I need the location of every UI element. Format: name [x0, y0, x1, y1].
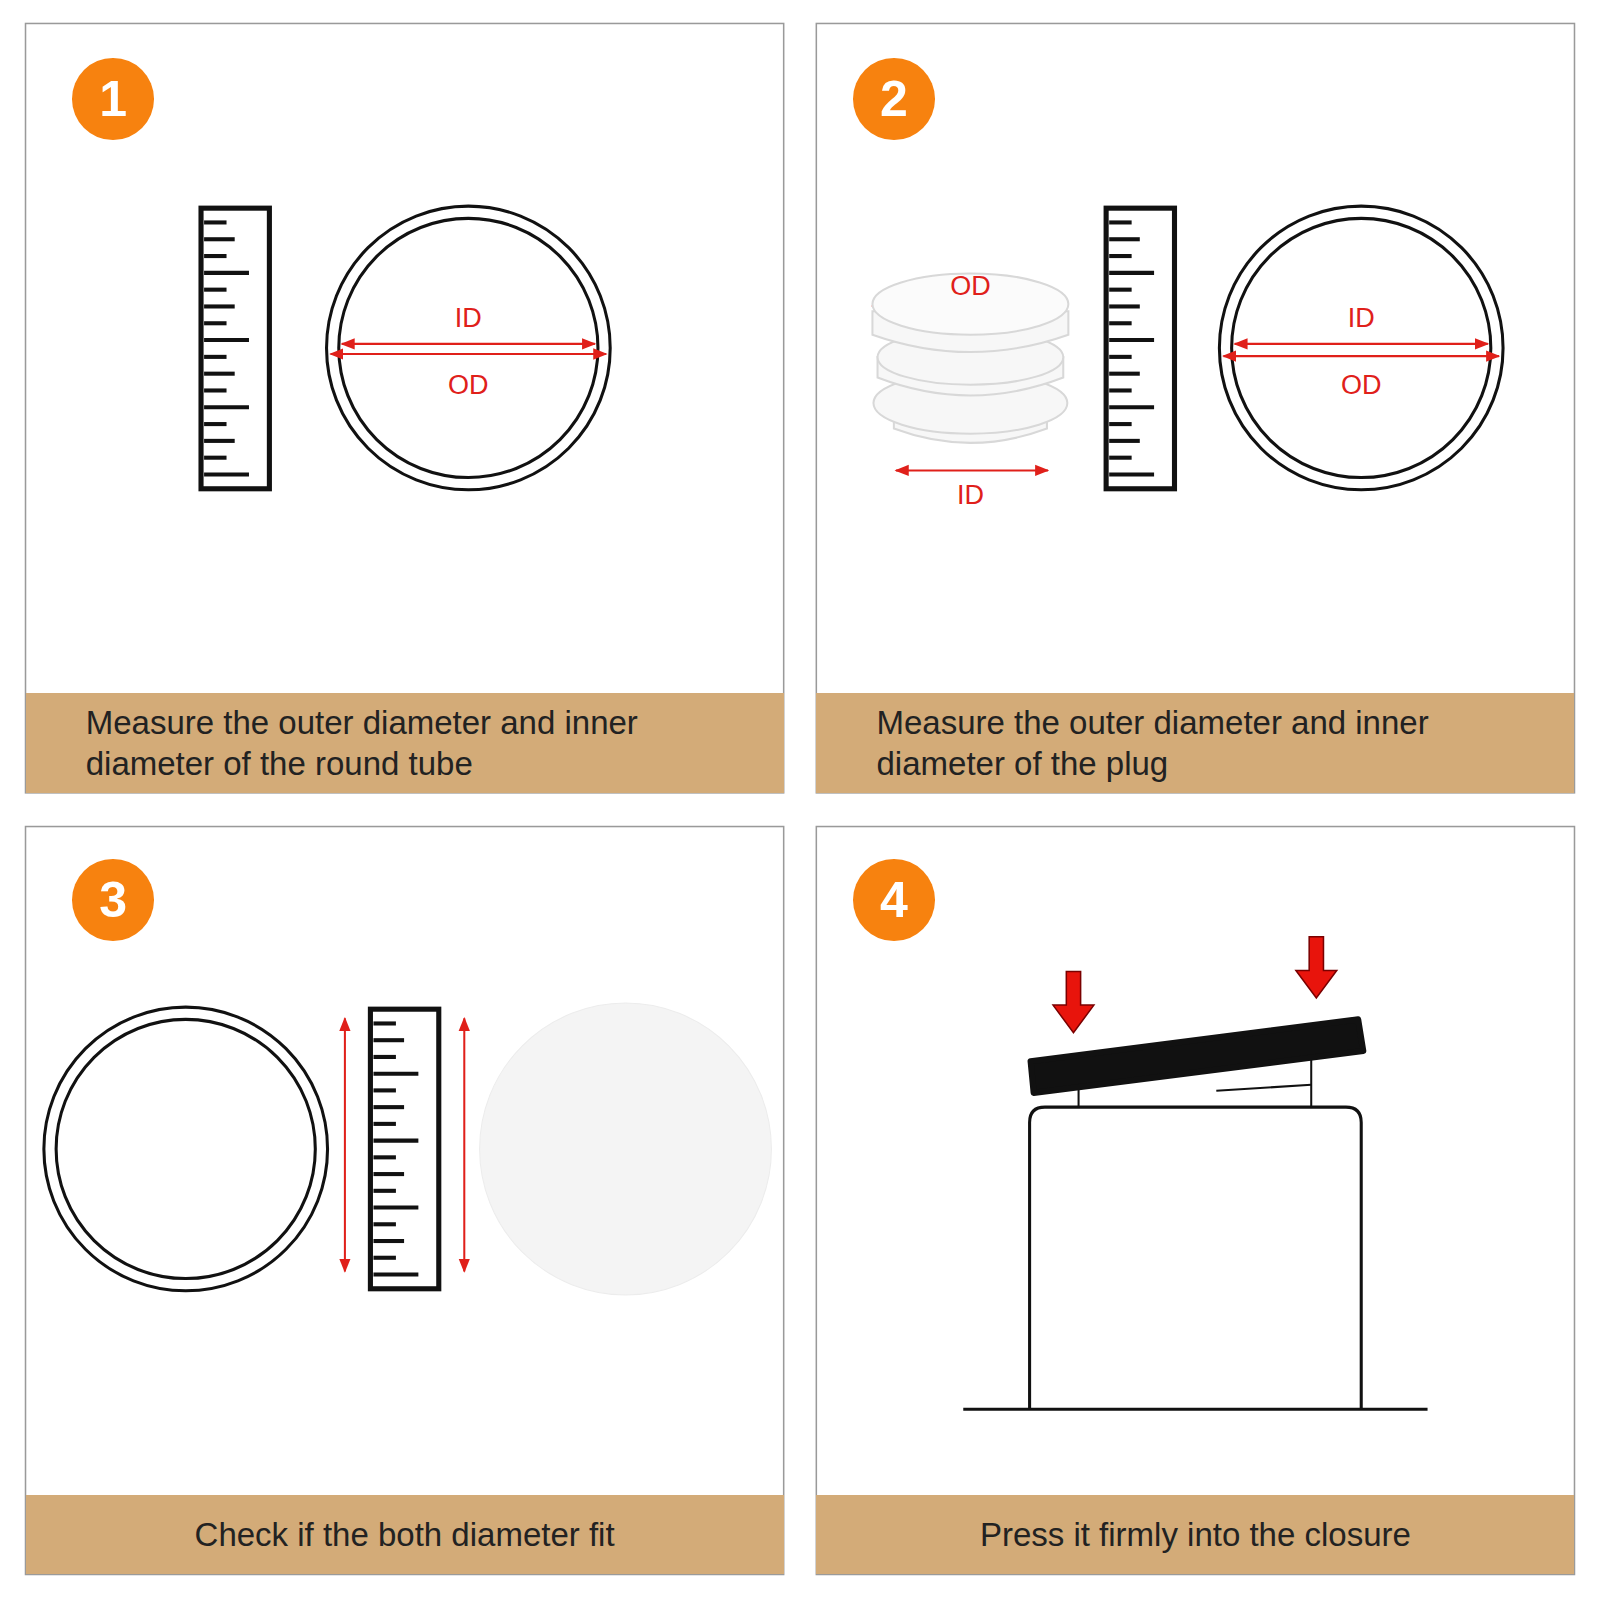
ruler-tick: [204, 304, 235, 308]
step-number-text: 1: [99, 74, 127, 124]
ruler-tick: [1109, 304, 1140, 308]
ruler-tick: [1109, 254, 1131, 258]
ruler-tick: [373, 1021, 395, 1025]
caption-band: Measure the outer diameter and inner dia…: [816, 693, 1574, 793]
ruler-tick: [204, 220, 226, 224]
ruler-tick: [204, 271, 249, 275]
ruler-tick: [204, 288, 226, 292]
ruler-tick: [1109, 220, 1131, 224]
jar-scene: [963, 937, 1427, 1409]
ruler-tick: [1109, 321, 1131, 325]
ruler-tick: [373, 1105, 404, 1109]
step-number-text: 3: [99, 875, 127, 925]
step-number-text: 4: [880, 875, 908, 925]
ruler-tick: [1109, 372, 1140, 376]
ruler-tick: [204, 254, 226, 258]
ruler-tick: [373, 1189, 395, 1193]
ruler-tick: [1109, 472, 1154, 476]
ruler-tick: [204, 355, 226, 359]
dimension-label: OD: [448, 371, 489, 398]
ruler-tick: [1109, 271, 1154, 275]
step-number: 4: [853, 859, 935, 941]
dimension-label: ID: [1348, 305, 1375, 332]
ruler-tick: [204, 456, 226, 460]
ruler-tick: [1109, 288, 1131, 292]
ruler-tick: [204, 338, 249, 342]
ruler-tick: [373, 1256, 395, 1260]
ruler-tick: [204, 372, 235, 376]
ruler-tick: [1109, 355, 1131, 359]
ruler-tick: [373, 1072, 418, 1076]
caption-band: Measure the outer diameter and inner dia…: [26, 693, 784, 793]
ruler-tick: [1109, 422, 1131, 426]
dimension-label: OD: [1341, 371, 1382, 398]
dimension-label: OD: [950, 272, 991, 299]
caption-text: Press it firmly into the closure: [980, 1514, 1411, 1555]
dimension-label: ID: [455, 305, 482, 332]
ruler-tick: [373, 1139, 418, 1143]
ruler-tick: [204, 388, 226, 392]
ruler-tick: [373, 1272, 418, 1276]
step-number: 1: [72, 58, 154, 140]
caption-band: Check if the both diameter fit: [26, 1495, 784, 1575]
ruler-tick: [373, 1172, 404, 1176]
ruler-tick: [204, 422, 226, 426]
ruler-tick: [373, 1038, 404, 1042]
ruler-tick: [1109, 237, 1140, 241]
step-number: 3: [72, 859, 154, 941]
ruler-tick: [204, 237, 235, 241]
ruler-tick: [373, 1206, 418, 1210]
ruler-tick: [373, 1088, 395, 1092]
ruler-tick: [1109, 439, 1140, 443]
ruler-tick: [373, 1155, 395, 1159]
panel-frame: [26, 23, 1575, 1574]
plug-top: [480, 1003, 772, 1295]
ruler-tick: [204, 321, 226, 325]
dimension-label: ID: [957, 481, 984, 508]
ruler-tick: [204, 439, 235, 443]
ruler-tick: [204, 472, 249, 476]
caption-text: Measure the outer diameter and inner dia…: [877, 702, 1535, 785]
ruler-tick: [373, 1122, 395, 1126]
caption-text: Measure the outer diameter and inner dia…: [86, 702, 744, 785]
step-number-text: 2: [880, 74, 908, 124]
ruler-tick: [373, 1222, 395, 1226]
step-number: 2: [853, 58, 935, 140]
caption-text: Check if the both diameter fit: [195, 1514, 615, 1555]
ruler-tick: [1109, 338, 1154, 342]
ruler-tick: [373, 1055, 395, 1059]
ruler-tick: [204, 405, 249, 409]
ruler-tick: [1109, 456, 1131, 460]
ruler-tick: [1109, 388, 1131, 392]
ruler-tick: [373, 1239, 404, 1243]
ruler-tick: [1109, 405, 1154, 409]
caption-band: Press it firmly into the closure: [816, 1495, 1574, 1575]
